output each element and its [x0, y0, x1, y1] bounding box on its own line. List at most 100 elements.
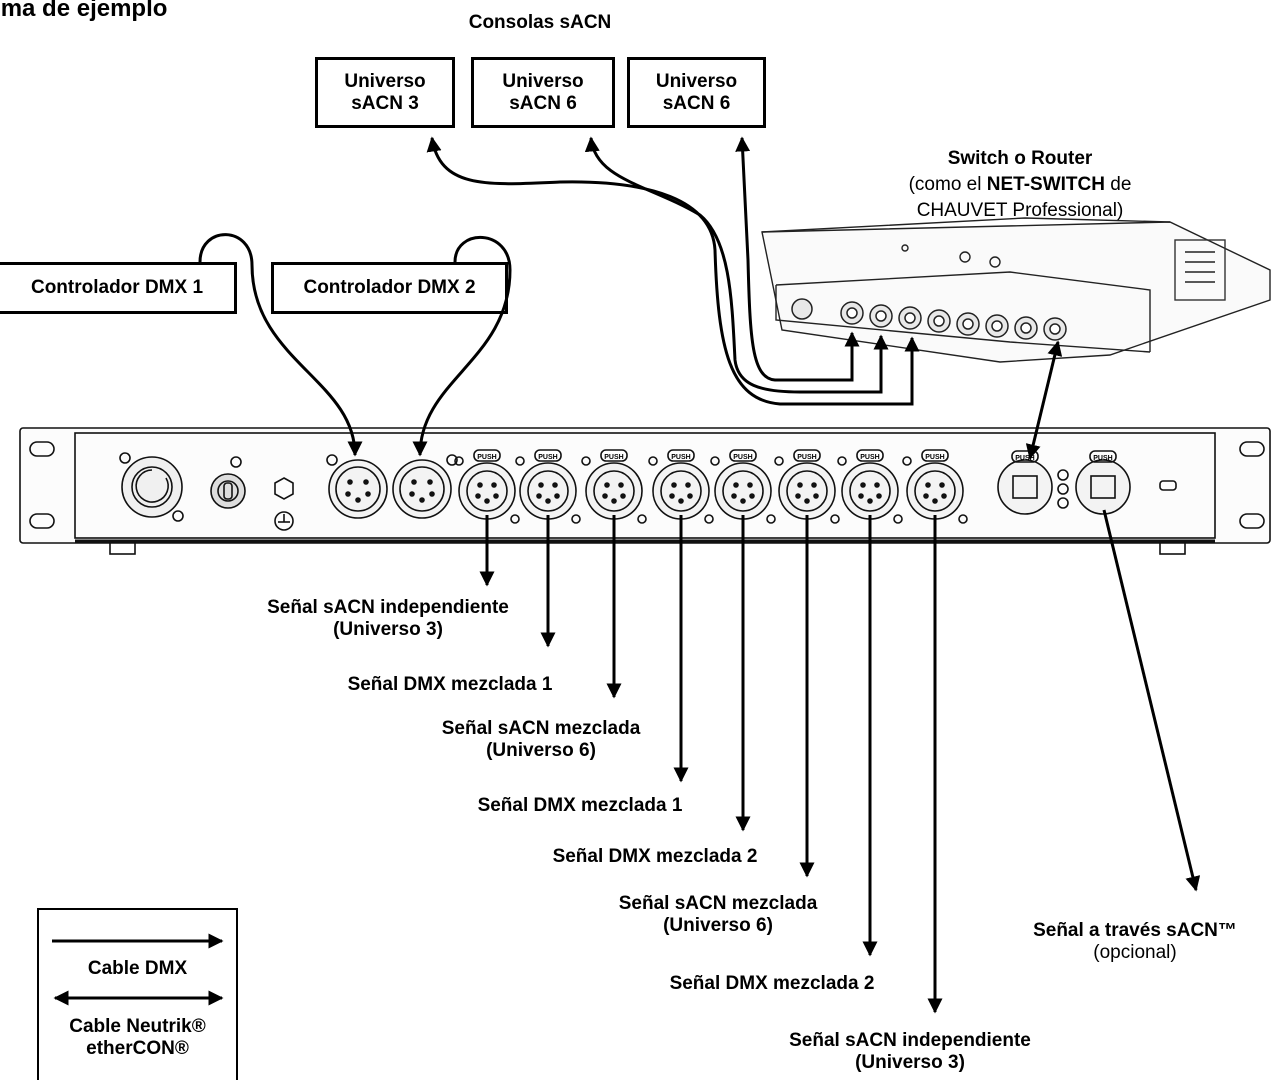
screw: [704, 514, 714, 524]
sacn-console-cables: [426, 136, 920, 406]
push-label: PUSH: [925, 454, 944, 461]
push-tab: [921, 449, 949, 462]
cable-switch-ethercon: [1025, 340, 1063, 460]
cable-controller-1: [198, 233, 363, 457]
cable-controller-2: [412, 236, 512, 457]
output-label-2: Señal DMX mezclada 1: [347, 674, 553, 695]
connector-pin: [475, 493, 481, 499]
legend: Cable DMX Cable Neutrik®etherCON®: [37, 908, 238, 1080]
output-connector-inner: [914, 470, 956, 512]
connector-pin: [795, 493, 801, 499]
push-label: PUSH: [733, 454, 752, 461]
controller-box-1: Controlador DMX 1: [0, 262, 237, 314]
push-tab: [856, 449, 884, 462]
screw: [830, 514, 840, 524]
push-label-eth-2: PUSH: [1093, 455, 1112, 462]
connector-pin: [860, 482, 866, 488]
push-label: PUSH: [477, 454, 496, 461]
connector-pin: [749, 493, 755, 499]
connector-pin: [687, 493, 693, 499]
screw: [637, 514, 647, 524]
screw: [710, 456, 720, 466]
output-connector-inner: [722, 470, 764, 512]
screw: [893, 514, 903, 524]
screw: [648, 456, 658, 466]
output-label-8: Señal sACN independiente(Universo 3): [789, 1030, 1031, 1073]
output-connector-inner: [849, 470, 891, 512]
connector-pin: [545, 498, 551, 504]
screw: [958, 514, 968, 524]
push-tab: [600, 449, 628, 462]
connector-pin: [867, 498, 873, 504]
push-label: PUSH: [604, 454, 623, 461]
connector-pin: [740, 498, 746, 504]
connector-pin: [923, 493, 929, 499]
screw: [774, 456, 784, 466]
page-heading: gramma de ejemplo: [0, 0, 168, 22]
screw: [454, 456, 464, 466]
push-label: PUSH: [671, 454, 690, 461]
output-label-4: Señal DMX mezclada 1: [477, 795, 683, 816]
connector-pin: [671, 482, 677, 488]
connector-pin: [876, 493, 882, 499]
dmx-input-connectors: [326, 454, 458, 519]
connector-pin: [538, 482, 544, 488]
connector-pin: [552, 482, 558, 488]
network-switch: [761, 217, 1271, 363]
legend-neutrik-label: Cable Neutrik®etherCON®: [69, 1016, 206, 1059]
connector-pin: [618, 482, 624, 488]
connector-pin: [536, 493, 542, 499]
connector-pin: [811, 482, 817, 488]
output-label-6: Señal sACN mezclada(Universo 6): [618, 893, 818, 936]
connector-pin: [731, 493, 737, 499]
connector-pin: [669, 493, 675, 499]
connector-pin: [797, 482, 803, 488]
legend-dmx-label: Cable DMX: [87, 958, 188, 979]
output-label-3: Señal sACN mezclada(Universo 6): [441, 718, 641, 761]
output-connector-inner: [593, 470, 635, 512]
rack-device: [19, 427, 1271, 555]
connector-pin: [602, 493, 608, 499]
connector-pin: [685, 482, 691, 488]
output-label-7: Señal DMX mezclada 2: [669, 973, 875, 994]
output-label-5: Señal DMX mezclada 2: [552, 846, 758, 867]
connector-pin: [925, 482, 931, 488]
push-label: PUSH: [797, 454, 816, 461]
screw: [837, 456, 847, 466]
connector-pin: [813, 493, 819, 499]
push-tab: [534, 449, 562, 462]
switch-desc-line3: CHAUVET Professional): [916, 200, 1124, 221]
connector-pin: [491, 482, 497, 488]
connector-pin: [554, 493, 560, 499]
connector-pin: [477, 482, 483, 488]
output-label-1: Señal sACN independiente(Universo 3): [267, 597, 509, 640]
connector-pin: [620, 493, 626, 499]
push-tab: [667, 449, 695, 462]
consoles-title: Consolas sACN: [468, 12, 612, 33]
sacn-optional-label: Señal a través sACN™(opcional): [1033, 920, 1237, 963]
connector-pin: [604, 482, 610, 488]
screw: [766, 514, 776, 524]
screw: [581, 456, 591, 466]
connector-pin: [874, 482, 880, 488]
push-label-eth-1: PUSH: [1015, 455, 1034, 462]
switch-desc: (como el NET-SWITCH de: [908, 174, 1132, 195]
connector-pin: [858, 493, 864, 499]
cable-console-3: [735, 136, 860, 382]
connector-pin: [493, 493, 499, 499]
screw: [902, 456, 912, 466]
connector-pin: [678, 498, 684, 504]
cable-console-2: [584, 136, 889, 394]
connector-pin: [939, 482, 945, 488]
connector-pin: [932, 498, 938, 504]
connector-pin: [611, 498, 617, 504]
output-connector-inner: [466, 470, 508, 512]
output-connector-inner: [786, 470, 828, 512]
power-connectors: [119, 452, 294, 531]
